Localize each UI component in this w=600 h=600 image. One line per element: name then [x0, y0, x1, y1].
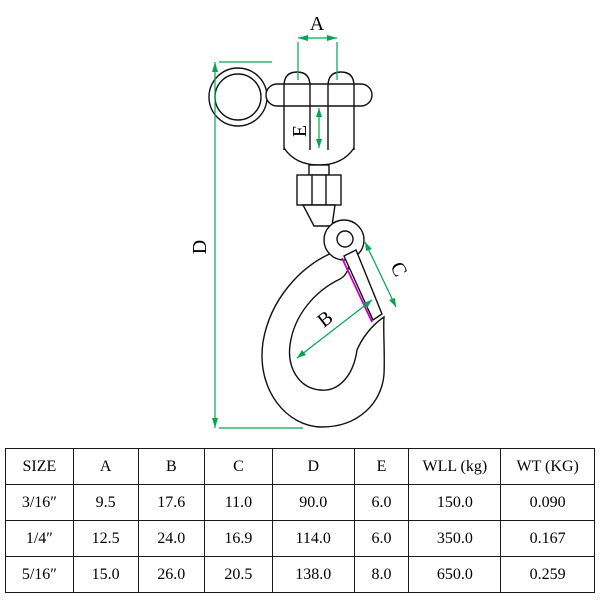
dim-label-c: C	[386, 259, 412, 281]
column-header-wt: WT (KG)	[500, 448, 595, 485]
table-cell: 20.5	[204, 556, 273, 593]
table-header-row: SIZE A B C D E WLL (kg) WT (KG)	[5, 448, 595, 485]
table-cell: 114.0	[271, 520, 355, 557]
column-header-size: SIZE	[5, 448, 74, 485]
column-header-c: C	[204, 448, 273, 485]
table-cell: 6.0	[353, 484, 410, 521]
table-cell: 15.0	[72, 556, 139, 593]
swivel-nut	[296, 164, 342, 227]
clevis-pin	[265, 83, 373, 107]
table-cell: 0.259	[500, 556, 595, 593]
safety-latch	[343, 249, 383, 322]
table-cell: 16.9	[204, 520, 273, 557]
dim-label-a: A	[310, 13, 325, 35]
spec-table: SIZE A B C D E WLL (kg) WT (KG) 3/16″ 9.…	[5, 448, 595, 593]
table-cell: 1/4″	[5, 520, 74, 557]
table-cell: 0.167	[500, 520, 595, 557]
dim-B	[296, 299, 373, 359]
table-cell: 8.0	[353, 556, 410, 593]
dim-D	[214, 61, 303, 429]
table-cell: 3/16″	[5, 484, 74, 521]
table-cell: 5/16″	[5, 556, 74, 593]
table-cell: 6.0	[353, 520, 410, 557]
column-header-e: E	[353, 448, 410, 485]
table-cell: 9.5	[72, 484, 139, 521]
ring	[208, 67, 268, 127]
table-cell: 650.0	[408, 556, 502, 593]
table-row: 3/16″ 9.5 17.6 11.0 90.0 6.0 150.0 0.090	[5, 484, 595, 521]
spec-table-section: SIZE A B C D E WLL (kg) WT (KG) 3/16″ 9.…	[0, 448, 600, 593]
column-header-wll: WLL (kg)	[408, 448, 502, 485]
table-row: 5/16″ 15.0 26.0 20.5 138.0 8.0 650.0 0.2…	[5, 556, 595, 593]
dim-C	[364, 241, 397, 308]
table-cell: 17.6	[137, 484, 206, 521]
latch-highlight-line	[341, 257, 373, 323]
dimension-lines	[212, 35, 397, 429]
hook-eye	[323, 219, 365, 261]
table-cell: 150.0	[408, 484, 502, 521]
table-cell: 12.5	[72, 520, 139, 557]
dimension-arrowheads	[212, 35, 396, 428]
table-cell: 90.0	[271, 484, 355, 521]
hook-diagram: A D E B C	[189, 13, 412, 429]
table-cell: 0.090	[500, 484, 595, 521]
dim-label-b: B	[313, 306, 337, 332]
column-header-b: B	[137, 448, 206, 485]
dim-label-e: E	[289, 125, 311, 137]
dim-label-d: D	[189, 240, 211, 254]
table-cell: 11.0	[204, 484, 273, 521]
column-header-a: A	[72, 448, 139, 485]
hook-body	[261, 251, 385, 428]
table-cell: 350.0	[408, 520, 502, 557]
table-cell: 26.0	[137, 556, 206, 593]
hook-drawing: A D E B C	[189, 13, 412, 429]
column-header-d: D	[271, 448, 355, 485]
table-cell: 138.0	[271, 556, 355, 593]
table-row: 1/4″ 12.5 24.0 16.9 114.0 6.0 350.0 0.16…	[5, 520, 595, 557]
table-cell: 24.0	[137, 520, 206, 557]
